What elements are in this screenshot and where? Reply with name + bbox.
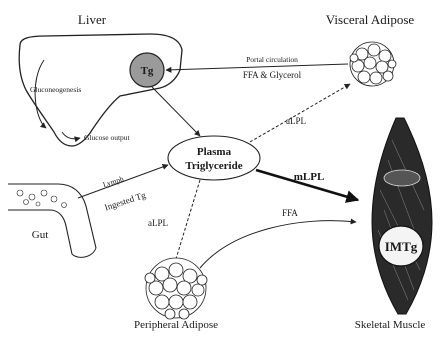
plasma-label: Plasma: [197, 146, 232, 158]
ingested-tg-label: Ingested Tg: [103, 190, 147, 213]
imtg-label: IMTg: [385, 239, 418, 254]
lymph-label: Lymph: [102, 174, 125, 189]
peripheral-adipose-cluster: [145, 258, 207, 319]
gluconeogenesis-label: Gluconeogenesis: [30, 85, 81, 94]
ffa-glycerol-label: FFA & Glycerol: [243, 70, 302, 80]
liver-to-plasma-arrow: [152, 87, 200, 136]
peripheral-to-muscle-arrow: [200, 221, 356, 268]
ffa-label: FFA: [282, 208, 298, 218]
skeletal-muscle-label: Skeletal Muscle: [355, 319, 426, 331]
tg-label: Tg: [141, 65, 154, 77]
visceral-adipose-cluster: [350, 42, 396, 86]
peripheral-adipose-label: Peripheral Adipose: [134, 319, 218, 331]
plasma-triglyceride-ellipse: [168, 136, 260, 180]
alpl-peripheral-label: aLPL: [148, 218, 168, 228]
mlpl-label: mLPL: [294, 171, 325, 183]
liver-label: Liver: [78, 12, 107, 27]
glucose-output-arrow: [62, 132, 80, 139]
glucose-output-label: Glucose output: [84, 133, 131, 142]
visceral-adipose-label: Visceral Adipose: [326, 12, 415, 27]
gut-tube: [8, 184, 96, 257]
skeletal-muscle-shape: [372, 118, 432, 314]
portal-circulation-label: Portal circulation: [246, 55, 298, 64]
alpl-visceral-label: aLPL: [286, 116, 306, 126]
gut-label: Gut: [32, 229, 49, 241]
plasma-to-visceral-arrow: [250, 84, 350, 142]
triglyceride-label: Triglyceride: [185, 160, 242, 172]
